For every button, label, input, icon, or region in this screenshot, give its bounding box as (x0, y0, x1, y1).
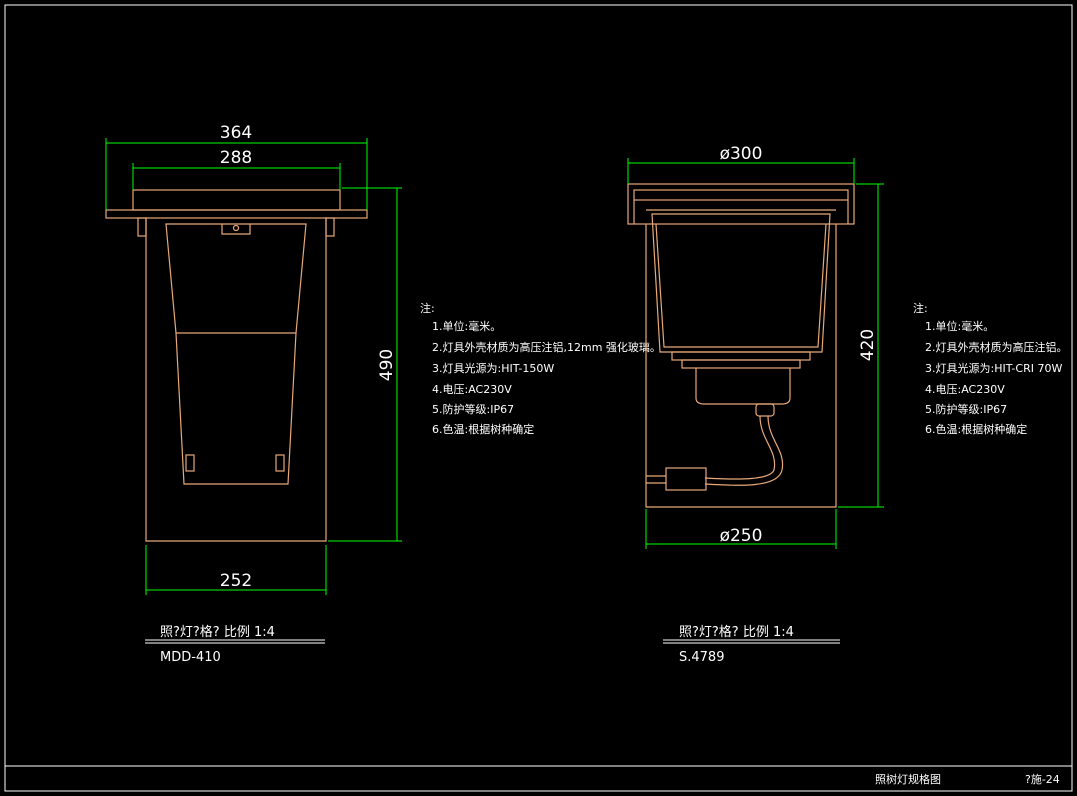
left-fixture-drawing (105, 189, 368, 542)
left-fixture-glass (132, 189, 341, 211)
dim-left-top-inner: 288 (220, 148, 252, 168)
title-block-sheet: ?施-24 (1025, 773, 1060, 786)
title-block-title: 照树灯规格图 (875, 772, 941, 786)
left-fixture-flange (105, 209, 368, 219)
right-fixture-connector (665, 467, 707, 491)
left-fixture-mount-tab (221, 224, 251, 235)
right-note-2: 2.灯具外壳材质为高压注铝。 (925, 340, 1068, 354)
drawing-frame (4, 4, 1073, 792)
left-fixture-housing (145, 218, 327, 542)
dim-left-height: 490 (377, 349, 397, 381)
right-model: S.4789 (679, 650, 724, 665)
right-notes-heading: 注: (913, 301, 928, 315)
right-note-1: 1.单位:毫米。 (925, 319, 994, 333)
right-fixture-top-ring (627, 183, 855, 225)
dim-left-bottom: 252 (220, 571, 252, 591)
right-dimensions (627, 158, 884, 549)
right-note-4: 4.电压:AC230V (925, 383, 1005, 396)
left-note-2: 2.灯具外壳材质为高压注铝,12mm 强化玻璃。 (432, 340, 661, 354)
dim-right-top: ø300 (720, 144, 763, 164)
right-note-5: 5.防护等级:IP67 (925, 402, 1007, 416)
right-fixture-reflector-inner (655, 223, 827, 348)
right-fixture-drawing (627, 183, 855, 508)
left-notes-heading: 注: (420, 301, 435, 315)
left-fixture-clip-left (137, 217, 147, 237)
left-note-5: 5.防护等级:IP67 (432, 402, 514, 416)
left-caption: 照?灯?格? 比例 1:4 (160, 624, 275, 640)
left-fixture-bracket-right (275, 454, 285, 472)
right-notes: 注: 1.单位:毫米。 2.灯具外壳材质为高压注铝。 3.灯具光源为:HIT-C… (913, 301, 1068, 436)
left-fixture-lamp-body (175, 332, 297, 485)
right-fixture-cable-2 (704, 415, 784, 486)
right-note-3: 3.灯具光源为:HIT-CRI 70W (925, 361, 1062, 375)
left-note-1: 1.单位:毫米。 (432, 319, 501, 333)
left-note-4: 4.电压:AC230V (432, 383, 512, 396)
left-dimensions (105, 138, 402, 595)
dim-left-top-outer: 364 (220, 123, 252, 143)
left-fixture-mount-hole (232, 224, 240, 232)
right-fixture-gland (755, 403, 775, 417)
left-fixture-bracket-left (185, 454, 195, 472)
dim-right-bottom: ø250 (720, 526, 763, 546)
right-fixture-reflector (651, 213, 831, 353)
right-fixture-cable (704, 415, 776, 480)
left-note-6: 6.色温:根据树种确定 (432, 422, 534, 436)
left-fixture-clip-right (325, 217, 335, 237)
right-fixture-base-1 (671, 351, 811, 361)
right-fixture-ring-step (633, 200, 849, 224)
left-model: MDD-410 (160, 650, 221, 665)
left-notes: 注: 1.单位:毫米。 2.灯具外壳材质为高压注铝,12mm 强化玻璃。 3.灯… (420, 301, 661, 436)
dim-right-height: 420 (858, 329, 878, 361)
left-fixture-reflector-upper (165, 223, 307, 334)
right-fixture-housing (645, 224, 837, 508)
right-caption: 照?灯?格? 比例 1:4 (679, 624, 794, 640)
right-fixture-top-ring-inner (633, 189, 849, 201)
right-note-6: 6.色温:根据树种确定 (925, 422, 1027, 436)
right-fixture-ballast (695, 368, 791, 405)
left-note-3: 3.灯具光源为:HIT-150W (432, 361, 554, 375)
right-fixture-base-2 (681, 359, 801, 369)
